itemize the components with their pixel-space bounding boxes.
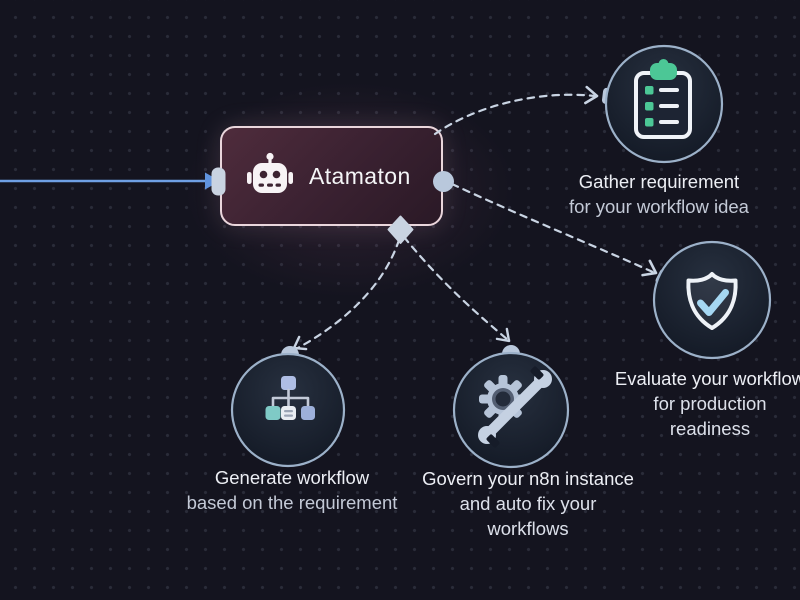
evaluate-node[interactable]	[652, 240, 772, 360]
edge-to-generate	[294, 238, 401, 351]
gear-wrench-icon	[478, 366, 552, 448]
incoming-connection-arrow	[0, 172, 220, 190]
gather-node-label: Gather requirement for your workflow ide…	[569, 169, 749, 219]
robot-icon	[247, 152, 293, 193]
edge-to-gather-arrowhead	[584, 85, 599, 105]
govern-label-line2: and auto fix your	[459, 493, 597, 514]
clipboard-checklist-icon	[634, 59, 692, 139]
govern-label-line3: workflows	[487, 518, 569, 539]
gather-node[interactable]	[604, 44, 724, 164]
govern-input-dot	[502, 345, 520, 363]
generate-label-line2: based on the requirement	[186, 492, 398, 513]
atamaton-label: Atamaton	[309, 162, 411, 189]
gather-label-line1: Gather requirement	[578, 171, 740, 192]
gather-label-line2: for your workflow idea	[569, 196, 749, 217]
shield-check-icon	[686, 272, 738, 330]
generate-input-dot	[281, 346, 299, 364]
gather-input-port	[601, 87, 613, 105]
evaluate-node-label: Evaluate your workflow for production re…	[615, 366, 800, 441]
generate-node[interactable]	[230, 352, 346, 468]
edge-to-govern	[402, 235, 510, 342]
evaluate-input-port	[655, 269, 669, 285]
edge-to-govern-arrowhead	[495, 327, 511, 343]
org-chart-icon	[265, 376, 315, 420]
govern-label-line1: Govern your n8n instance	[422, 468, 634, 489]
edge-to-gather	[433, 93, 597, 136]
generate-node-label: Generate workflow based on the requireme…	[187, 465, 398, 515]
atamaton-node[interactable]: Atamaton	[220, 126, 443, 226]
evaluate-label-line1: Evaluate your workflow	[614, 368, 800, 389]
generate-label-line1: Generate workflow	[214, 467, 370, 488]
govern-node-label: Govern your n8n instance and auto fix yo…	[422, 466, 634, 541]
evaluate-label-line2: for production	[653, 393, 767, 414]
govern-node[interactable]	[452, 351, 570, 469]
evaluate-label-line3: readiness	[669, 418, 751, 439]
edge-to-generate-arrowhead	[292, 335, 308, 351]
edge-to-evaluate-arrowhead	[641, 259, 658, 277]
